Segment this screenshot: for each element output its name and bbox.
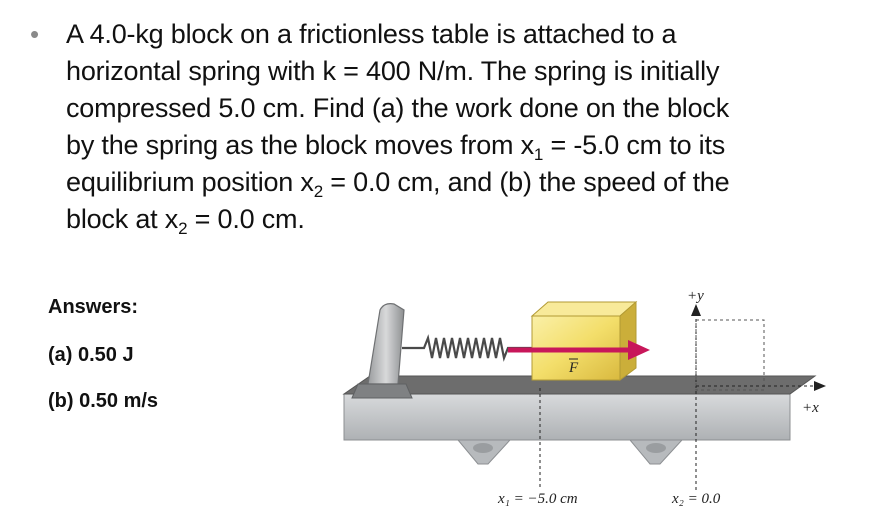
leg-hole-left (473, 443, 493, 453)
table-body (343, 393, 791, 441)
problem-line-6: block at x2 = 0.0 cm. (66, 201, 305, 238)
subscript-1: 1 (533, 145, 544, 164)
problem-line-6-rest: = 0.0 cm. (187, 204, 305, 234)
dashed-outline (695, 319, 765, 391)
problem-line-2: horizontal spring with k = 400 N/m. The … (66, 56, 720, 86)
subscript-2: 2 (313, 182, 323, 201)
problem-line-5-rest: = 0.0 cm, and (b) the speed of the (323, 167, 730, 197)
problem-line-3: compressed 5.0 cm. Find (a) the work don… (66, 93, 730, 123)
y-axis-label: +y (687, 288, 704, 304)
x1-label: x₁ = −5.0 cm (497, 491, 578, 507)
problem-line-5-text: equilibrium position x (66, 167, 314, 197)
problem-line-4: by the spring as the block moves from x1… (66, 127, 725, 164)
answer-a: (a) 0.50 J (48, 344, 134, 366)
problem-line-6-text: block at x (66, 204, 179, 234)
force-label: F (568, 360, 579, 376)
answer-b: (b) 0.50 m/s (48, 390, 159, 412)
force-arrowhead (628, 340, 650, 360)
wall-bracket-foot (351, 383, 413, 399)
spring-block-figure: F x₁ = −5.0 cm +y x₂ = 0.0 +x (342, 288, 826, 507)
problem-line-1: A 4.0-kg block on a frictionless table i… (66, 19, 677, 49)
problem-line-4-rest: = -5.0 cm to its (543, 130, 726, 160)
spring-coil (402, 334, 532, 362)
x2-label: x₂ = 0.0 (671, 491, 721, 507)
leg-hole-right (646, 443, 666, 453)
x-axis-label: +x (802, 400, 819, 416)
subscript-2b: 2 (178, 219, 188, 238)
wall-bracket (367, 303, 405, 385)
x-axis-arrowhead (814, 381, 826, 391)
problem-line-5: equilibrium position x2 = 0.0 cm, and (b… (66, 164, 730, 201)
answers-heading: Answers: (48, 296, 139, 318)
block-top (530, 301, 638, 317)
y-axis-arrowhead (691, 304, 701, 316)
problem-line-4-text: by the spring as the block moves from x (66, 130, 534, 160)
bullet-point: • (30, 19, 39, 49)
